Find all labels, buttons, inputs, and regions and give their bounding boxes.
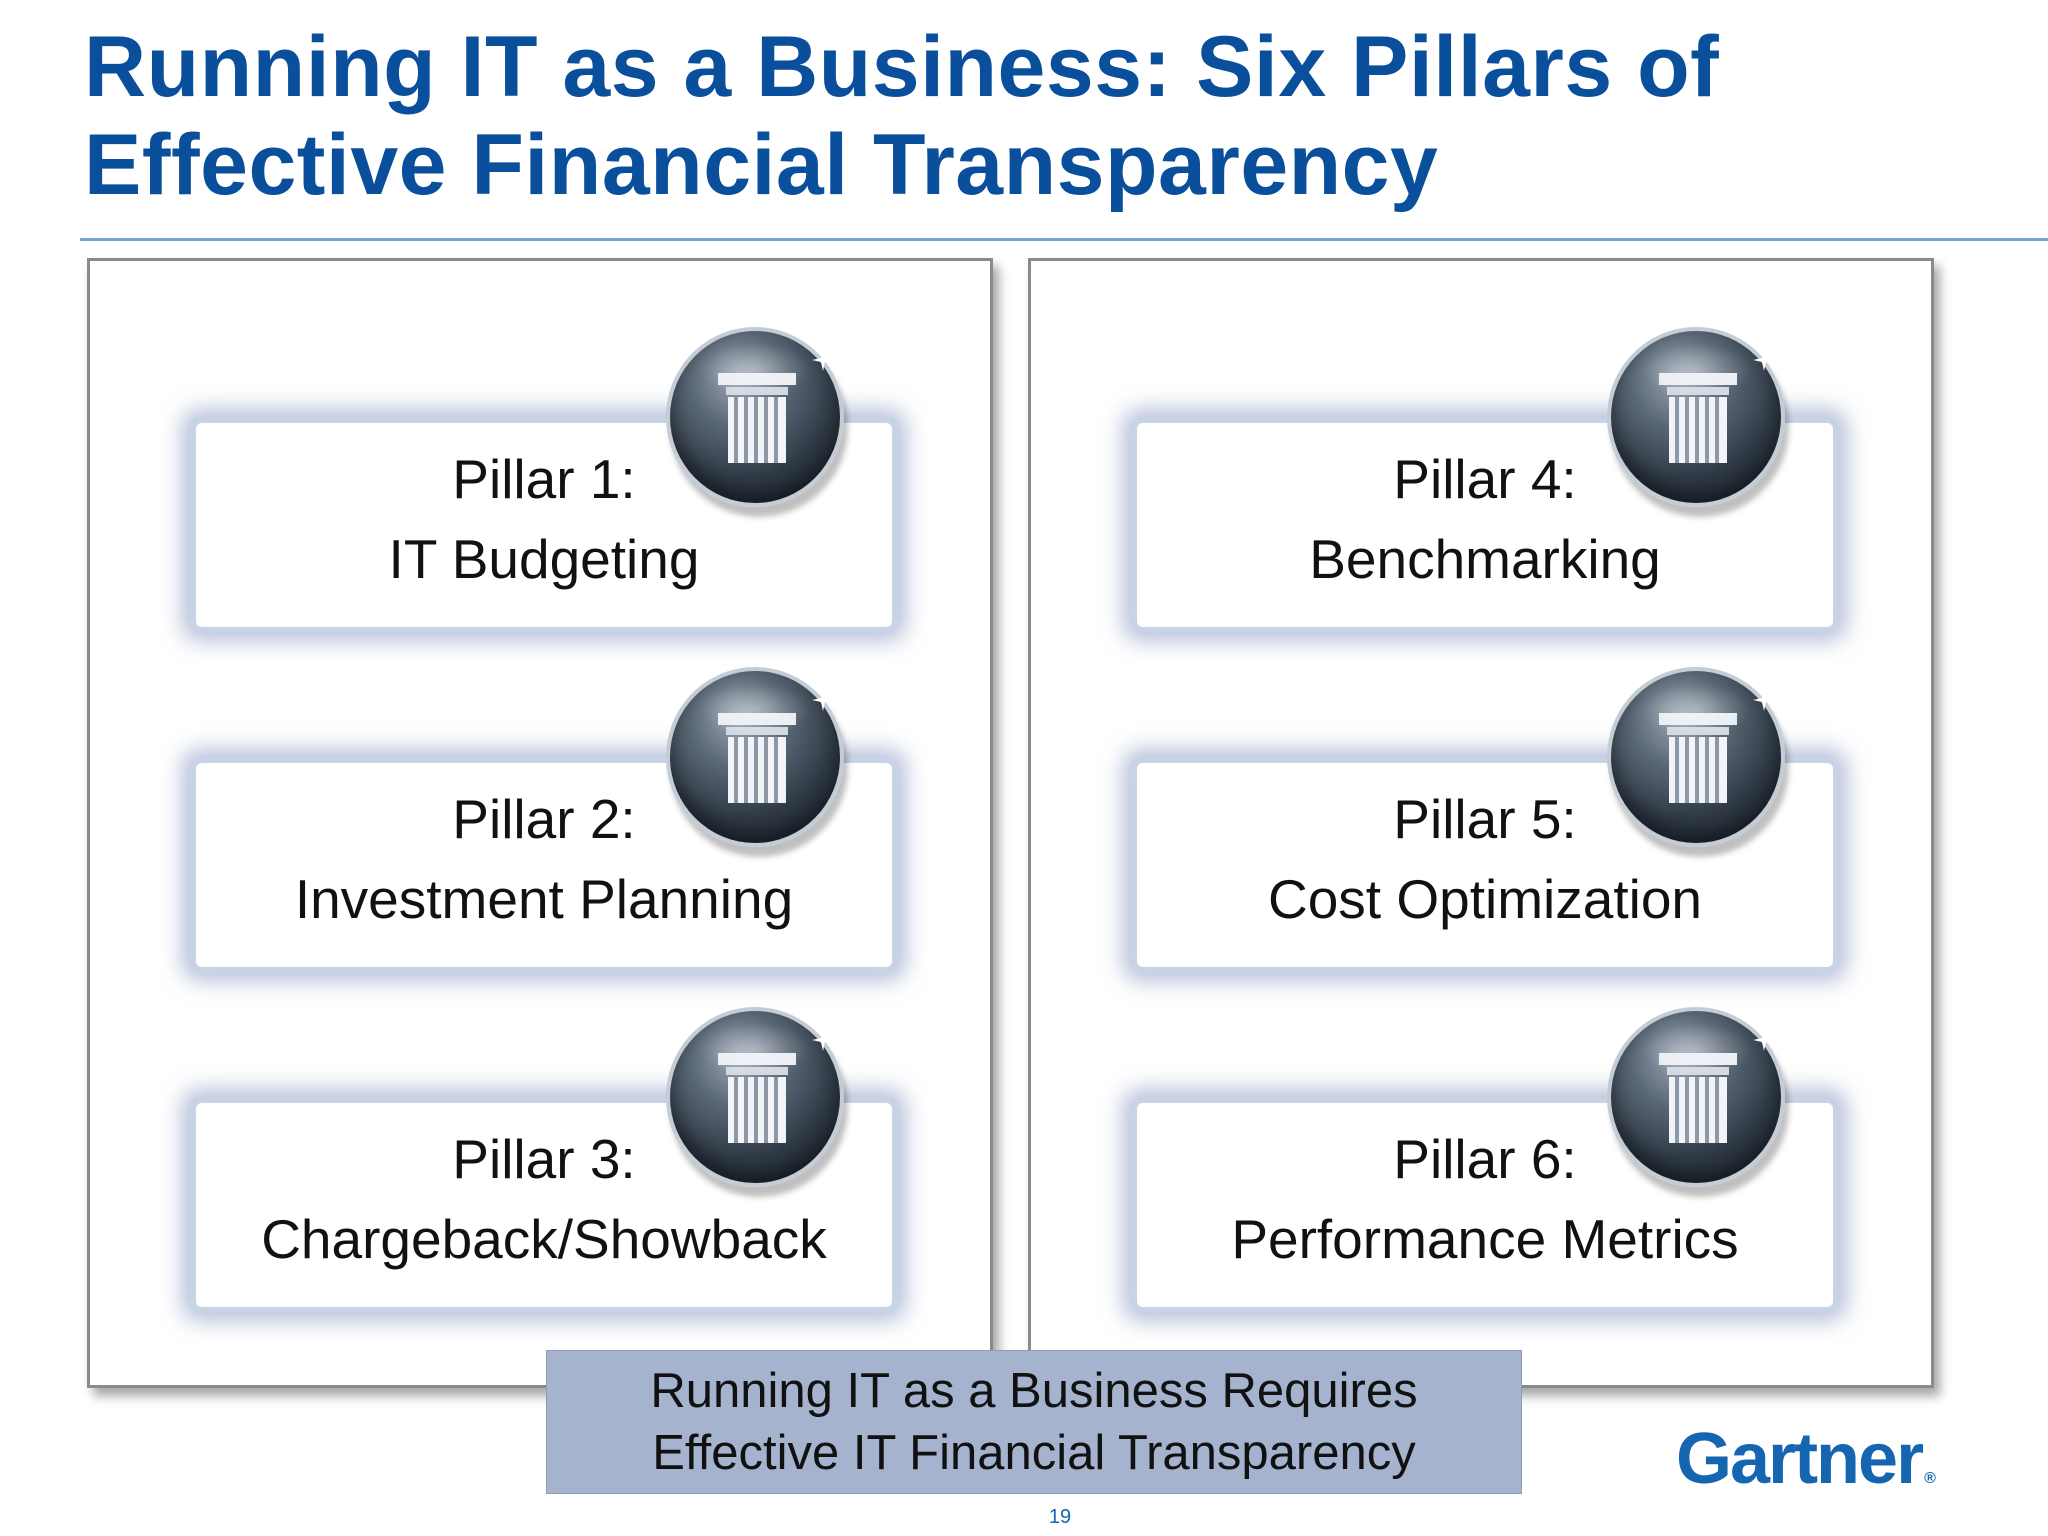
pillar-column-icon — [666, 1007, 844, 1187]
pillar-column-graphic — [1659, 1053, 1737, 1143]
pillar-column-graphic — [1659, 373, 1737, 463]
sparkle-icon — [1753, 349, 1775, 371]
pillar-5-name: Cost Optimization — [1267, 868, 1703, 930]
pillar-card-6: Pillar 6: Performance Metrics — [1137, 1103, 1833, 1307]
pillar-column-icon — [666, 667, 844, 847]
pillar-column-graphic — [718, 1053, 796, 1143]
pillar-1-name: IT Budgeting — [388, 528, 700, 590]
sparkle-icon — [1753, 1029, 1775, 1051]
pillar-3-name: Chargeback/Showback — [261, 1208, 827, 1270]
slide-title-line-2: Effective Financial Transparency — [84, 117, 1439, 213]
pillar-6-name: Performance Metrics — [1231, 1208, 1739, 1270]
slide-title-line-1: Running IT as a Business: Six Pillars of — [84, 19, 1720, 115]
pillar-5-label: Pillar 5: — [1393, 788, 1577, 850]
page-number: 19 — [1048, 1506, 1072, 1528]
sparkle-icon — [1753, 689, 1775, 711]
left-pillars-panel: Pillar 1: IT Budgeting Pillar 2: Investm… — [87, 258, 993, 1388]
pillar-2-label: Pillar 2: — [452, 788, 636, 850]
summary-line-2: Effective IT Financial Transparency — [652, 1426, 1416, 1480]
pillar-column-icon — [1607, 1007, 1785, 1187]
pillar-2-name: Investment Planning — [294, 868, 794, 930]
pillar-1-label: Pillar 1: — [452, 448, 636, 510]
pillar-column-graphic — [718, 713, 796, 803]
sparkle-icon — [812, 689, 834, 711]
pillar-6-label: Pillar 6: — [1393, 1128, 1577, 1190]
pillar-4-label: Pillar 4: — [1393, 448, 1577, 510]
right-pillars-panel: Pillar 4: Benchmarking Pillar 5: Cost Op… — [1028, 258, 1934, 1388]
logo-text: Gartner — [1676, 1419, 1924, 1499]
pillar-4-name: Benchmarking — [1309, 528, 1661, 590]
pillar-card-2: Pillar 2: Investment Planning — [196, 763, 892, 967]
pillar-column-icon — [666, 327, 844, 507]
summary-callout: Running IT as a Business Requires Effect… — [546, 1350, 1522, 1494]
pillar-column-icon — [1607, 667, 1785, 847]
sparkle-icon — [812, 1029, 834, 1051]
pillar-column-icon — [1607, 327, 1785, 507]
pillar-card-5: Pillar 5: Cost Optimization — [1137, 763, 1833, 967]
registered-mark: ® — [1924, 1470, 1936, 1487]
gartner-logo: Gartner® — [1676, 1418, 1936, 1500]
pillar-column-graphic — [718, 373, 796, 463]
sparkle-icon — [812, 349, 834, 371]
pillar-3-label: Pillar 3: — [452, 1128, 636, 1190]
summary-line-1: Running IT as a Business Requires — [650, 1364, 1418, 1418]
slide-title: Running IT as a Business: Six Pillars of… — [84, 18, 1964, 214]
title-divider — [80, 238, 2048, 241]
pillar-column-graphic — [1659, 713, 1737, 803]
